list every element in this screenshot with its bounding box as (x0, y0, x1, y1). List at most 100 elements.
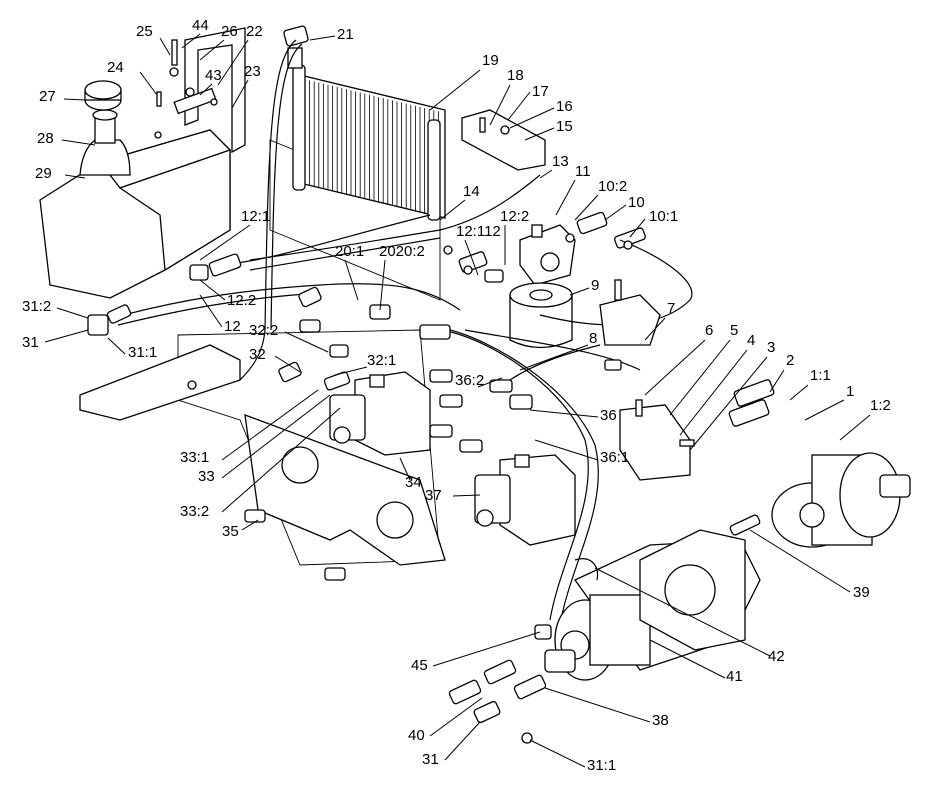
callout-label: 31:2 (22, 298, 51, 315)
callout-label: 23 (244, 63, 261, 80)
leader-line-c50 (534, 439, 599, 461)
leader-line-c17 (539, 169, 553, 179)
leader-line-c51 (221, 394, 331, 479)
callout-label: 12.2 (227, 292, 256, 309)
leader-line-c16 (64, 174, 86, 179)
callout-label: 8 (589, 330, 597, 347)
leader-line-c7 (199, 83, 213, 96)
leader-line-c29 (56, 307, 89, 319)
callout-label: 15 (556, 118, 573, 135)
oil-cooler (292, 64, 446, 221)
leader-line-c57 (594, 567, 771, 657)
leader-line-c55 (241, 519, 259, 531)
leader-line-c60 (544, 687, 651, 723)
leader-line-c10 (489, 84, 511, 126)
callout-label: 18 (507, 67, 524, 84)
callout-label: 25 (136, 23, 153, 40)
leader-line-c6 (139, 71, 158, 96)
callout-label: 34 (405, 474, 422, 491)
callout-label: 11 (575, 163, 591, 180)
leader-line-c28 (569, 287, 590, 296)
lower-bracket (79, 344, 241, 421)
leader-line-c45 (789, 384, 809, 401)
callout-label: 1:1 (810, 367, 831, 384)
hose-clamp (574, 558, 599, 581)
leader-line-c22 (629, 218, 646, 238)
leader-line-c44 (477, 377, 503, 388)
leader-line-c4 (217, 39, 249, 86)
leader-line-c34 (199, 294, 223, 328)
leader-line-c52 (399, 457, 411, 481)
callout-label: 31:1 (128, 344, 157, 361)
callout-label: 32 (249, 346, 266, 363)
leader-line-c27 (379, 259, 386, 311)
leader-line-c40 (689, 356, 768, 451)
callout-label: 12:1 (241, 208, 270, 225)
callout-label: 6 (705, 322, 713, 339)
relief-fittings (576, 211, 646, 249)
callout-label: 2020:2 (379, 243, 425, 260)
callout-label: 12:2 (500, 208, 529, 225)
callout-label: 17 (532, 83, 549, 100)
pump-34 (329, 371, 431, 456)
valve-bracket (599, 279, 695, 481)
leader-line-c41 (274, 355, 301, 373)
filter-head (519, 224, 576, 286)
leader-line-c35 (284, 331, 329, 353)
callout-label: 2 (786, 352, 794, 369)
control-valves (728, 379, 775, 427)
leader-line-c49 (221, 389, 319, 461)
callout-label: 27 (39, 88, 56, 105)
leader-line-c62 (444, 721, 481, 761)
leader-line-c11 (507, 91, 531, 121)
callout-label: 7 (667, 300, 675, 317)
leader-line-c25 (464, 239, 479, 276)
leader-line-c63 (529, 739, 586, 768)
leader-line-c30 (199, 279, 226, 301)
leader-line-c54 (221, 407, 341, 513)
callout-label: 12:112 (456, 223, 501, 240)
leader-line-c38 (679, 349, 748, 436)
callout-label: 10:2 (598, 178, 627, 195)
callout-label: 42 (768, 648, 785, 665)
leader-line-c1 (159, 37, 171, 56)
leader-line-c58 (432, 631, 541, 667)
callout-label: 31 (422, 751, 439, 768)
callout-label: 35 (222, 523, 239, 540)
leader-line-c21 (604, 204, 627, 221)
callout-label: 10 (628, 194, 645, 211)
callout-label: 39 (853, 584, 870, 601)
callout-label: 43 (205, 67, 222, 84)
leader-line-c47 (839, 414, 871, 441)
mount-plate (461, 109, 546, 171)
leader-line-c59 (649, 639, 726, 679)
callout-label: 33 (198, 468, 215, 485)
leader-line-c48 (529, 409, 599, 418)
callout-label: 22 (246, 23, 263, 40)
pump-adapter (639, 529, 746, 651)
callout-label: 1:2 (870, 397, 891, 414)
leader-line-c26 (344, 259, 359, 301)
leader-line-c18 (555, 179, 576, 216)
callout-label: 38 (652, 712, 669, 729)
callout-label: 16 (556, 98, 573, 115)
leader-line-c37 (669, 339, 731, 416)
leader-line-c53 (452, 494, 481, 497)
cooler-fitting (283, 25, 309, 69)
pump-37 (474, 454, 576, 546)
callout-label: 21 (337, 26, 354, 43)
callout-label: 9 (591, 277, 599, 294)
callout-label: 20:1 (335, 243, 364, 260)
leader-line-c31 (644, 317, 666, 341)
callout-label: 40 (408, 727, 425, 744)
callout-label: 33:1 (180, 449, 209, 466)
callout-label: 44 (192, 17, 209, 34)
callout-label: 10:1 (649, 208, 678, 225)
bracket-screws (154, 39, 218, 139)
pump-mount-plate (244, 414, 446, 581)
callout-label: 1 (846, 383, 854, 400)
callout-label: 5 (730, 322, 738, 339)
lower-fittings (448, 624, 552, 744)
callout-label: 3 (767, 339, 775, 356)
